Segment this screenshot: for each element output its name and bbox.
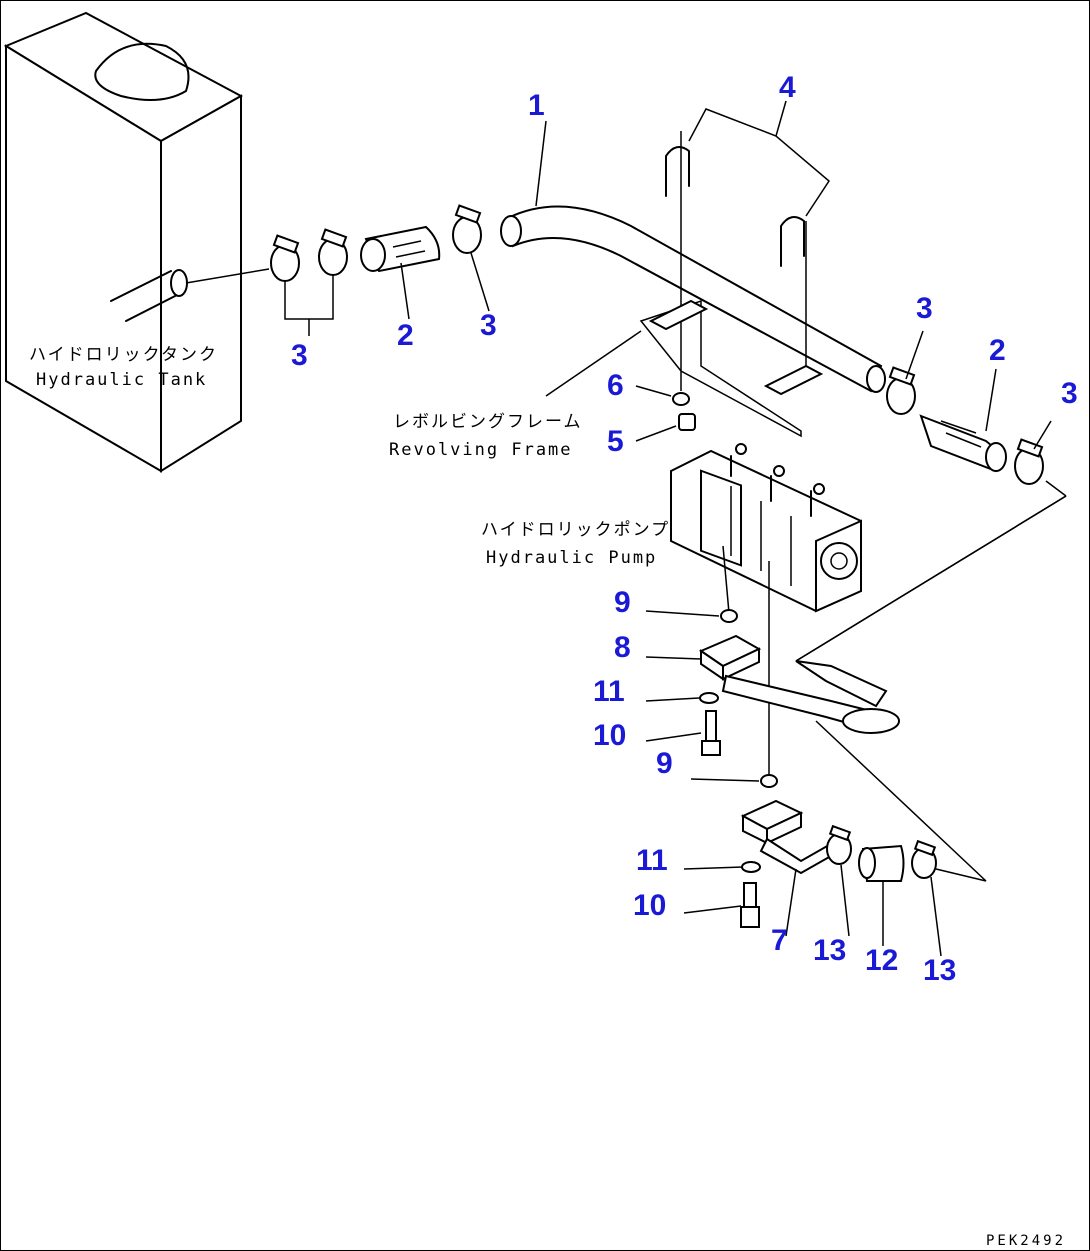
callout-6: 6 — [607, 369, 624, 402]
callout-3-left: 3 — [291, 339, 308, 372]
left-clamps — [270, 228, 348, 336]
callout-11-lower: 11 — [636, 844, 668, 877]
hydraulic-tank — [3, 11, 270, 473]
bolt-10a — [701, 710, 721, 756]
tank-label-en: Hydraulic Tank — [36, 370, 208, 390]
callout-9-lower: 9 — [656, 747, 673, 780]
washer-11a — [699, 692, 719, 704]
callout-13-right: 13 — [923, 954, 957, 987]
callout-13-left: 13 — [813, 934, 847, 967]
callout-9-upper: 9 — [614, 586, 631, 619]
callout-2-left: 2 — [397, 319, 414, 352]
callout-4: 4 — [779, 71, 796, 104]
washer-11b — [741, 861, 761, 873]
callout-5: 5 — [607, 425, 624, 458]
frame-label-jp: レボルビングフレーム — [393, 412, 583, 432]
u-bolts — [665, 100, 830, 267]
lower-hose-set — [826, 824, 987, 957]
callout-3-mid: 3 — [480, 309, 497, 342]
callout-1: 1 — [528, 89, 545, 122]
callout-10-lower: 10 — [633, 889, 667, 922]
o-ring-9b — [760, 774, 778, 788]
callout-2-right: 2 — [989, 334, 1006, 367]
pipe-1 — [500, 120, 886, 393]
pump-label-en: Hydraulic Pump — [486, 548, 658, 568]
hydraulic-pump — [670, 443, 862, 613]
frame-label-en: Revolving Frame — [389, 440, 573, 460]
right-clamps — [795, 330, 1067, 662]
clamp-mid — [452, 204, 490, 312]
callout-3-right: 3 — [1061, 377, 1078, 410]
drawing-code: PEK2492 — [986, 1233, 1067, 1249]
callout-11-upper: 11 — [593, 675, 625, 708]
callout-3-upper-right: 3 — [916, 292, 933, 325]
nut-washer — [635, 385, 696, 442]
bolt-10b — [740, 882, 760, 928]
pump-label-jp: ハイドロリックポンプ — [481, 520, 671, 540]
callout-7: 7 — [771, 924, 788, 957]
tube-8 — [698, 495, 1067, 882]
revolving-frame — [545, 131, 824, 438]
assembly-lines — [645, 545, 770, 914]
callout-10-upper: 10 — [593, 719, 627, 752]
callout-8: 8 — [614, 631, 631, 664]
o-ring-9a — [720, 609, 738, 623]
callout-12: 12 — [865, 944, 899, 977]
hose-left — [360, 225, 441, 320]
tank-label-jp: ハイドロリックタンク — [29, 345, 218, 365]
